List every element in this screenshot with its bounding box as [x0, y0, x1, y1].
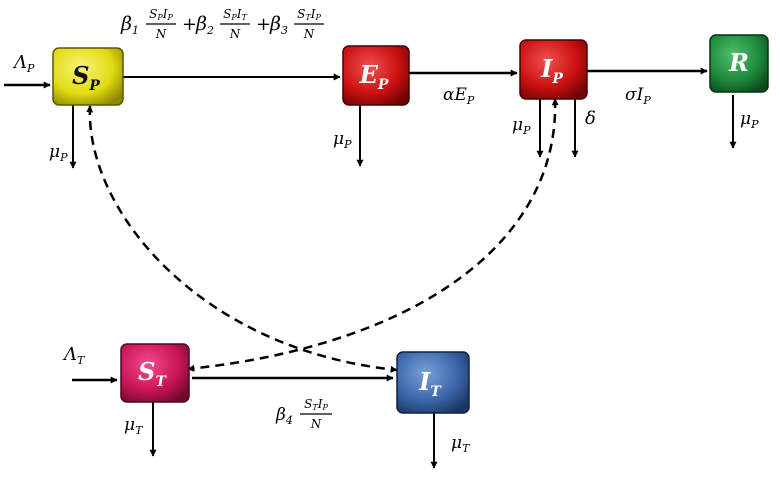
ep-symbol: E: [359, 60, 379, 89]
compartment-r: R: [709, 34, 769, 93]
sp-subscript: P: [88, 78, 100, 94]
svg-text:β1: β1: [120, 13, 139, 37]
svg-text:N: N: [303, 27, 315, 41]
compartment-ep: EP: [342, 45, 410, 106]
r-symbol: R: [728, 48, 749, 77]
svg-text:SP: SP: [72, 61, 100, 94]
svg-text:N: N: [155, 27, 167, 41]
st-symbol: S: [138, 357, 155, 386]
label-disease-death: δ: [585, 108, 596, 129]
st-subscript: T: [155, 374, 167, 390]
svg-text:STIP: STIP: [304, 397, 328, 412]
ip-symbol: I: [540, 54, 553, 83]
label-mortality-ep: μP: [333, 129, 352, 151]
label-recruitment-p: ΛP: [12, 52, 35, 75]
it-subscript: T: [430, 384, 442, 400]
it-symbol: I: [418, 367, 431, 396]
compartment-it: IT: [396, 351, 470, 414]
label-infection-force-t: β4 STIP N: [275, 397, 332, 431]
label-mortality-r: μP: [740, 109, 759, 131]
label-mortality-st: μT: [124, 415, 144, 437]
label-progression: αEP: [443, 85, 475, 107]
svg-text:IP: IP: [540, 54, 563, 87]
compartment-st: ST: [120, 343, 190, 403]
svg-text:ST: ST: [138, 357, 167, 390]
ep-subscript: P: [377, 77, 389, 93]
label-recruitment-t: ΛT: [62, 344, 86, 367]
svg-text:+: +: [182, 14, 197, 35]
svg-text:β2: β2: [195, 13, 214, 37]
svg-text:N: N: [229, 27, 241, 41]
compartment-ip: IP: [519, 39, 588, 100]
svg-text:+: +: [256, 14, 271, 35]
label-infection-force-p: β1 SPIP N + β2 SPIT N + β3 STIP N: [120, 7, 324, 41]
svg-text:STIP: STIP: [297, 7, 321, 22]
label-mortality-ip: μP: [512, 115, 531, 137]
dashed-arc-ip-st: [187, 98, 559, 372]
svg-text:SPIT: SPIT: [223, 7, 247, 22]
compartment-sp: SP: [52, 47, 124, 106]
svg-text:EP: EP: [359, 60, 389, 93]
ip-subscript: P: [551, 71, 563, 87]
svg-text:SPIP: SPIP: [149, 7, 173, 22]
label-mortality-sp: μP: [49, 142, 68, 164]
svg-text:β3: β3: [269, 13, 288, 37]
label-mortality-it: μT: [451, 433, 471, 455]
svg-text:N: N: [310, 417, 322, 431]
svg-text:β4: β4: [275, 405, 293, 427]
label-recovery: σIP: [625, 85, 651, 107]
svg-text:IT: IT: [418, 367, 442, 400]
sp-symbol: S: [72, 61, 89, 90]
